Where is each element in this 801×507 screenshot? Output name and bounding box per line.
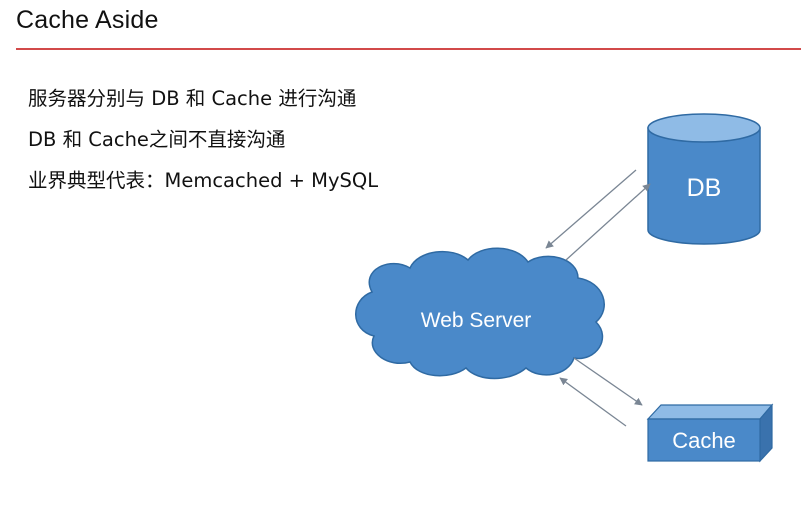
arrow-server-to-cache bbox=[573, 357, 643, 406]
db-node: DB bbox=[647, 113, 761, 245]
cloud-shape bbox=[355, 247, 605, 380]
bullet-list: 服务器分别与 DB 和 Cache 进行沟通 DB 和 Cache之间不直接沟通… bbox=[28, 86, 378, 209]
db-cylinder-body bbox=[647, 127, 761, 245]
arrow-db-to-server bbox=[545, 169, 637, 249]
arrow-cache-to-server bbox=[559, 377, 627, 427]
cache-label: Cache bbox=[672, 428, 736, 453]
db-cylinder-top bbox=[647, 113, 761, 143]
bullet-item: DB 和 Cache之间不直接沟通 bbox=[28, 128, 286, 151]
bullet-item: 服务器分别与 DB 和 Cache 进行沟通 bbox=[28, 87, 357, 110]
arrow-server-to-db bbox=[565, 183, 651, 261]
title-divider bbox=[16, 48, 801, 50]
cache-box-top bbox=[646, 404, 774, 420]
web-server-label: Web Server bbox=[421, 309, 532, 332]
bullet-item: 业界典型代表：Memcached + MySQL bbox=[28, 169, 379, 192]
db-label: DB bbox=[687, 174, 722, 202]
slide-title: Cache Aside bbox=[16, 6, 159, 34]
web-server-node: Web Server bbox=[355, 247, 605, 380]
cache-node: Cache bbox=[646, 403, 774, 463]
cache-box-front bbox=[647, 418, 761, 462]
